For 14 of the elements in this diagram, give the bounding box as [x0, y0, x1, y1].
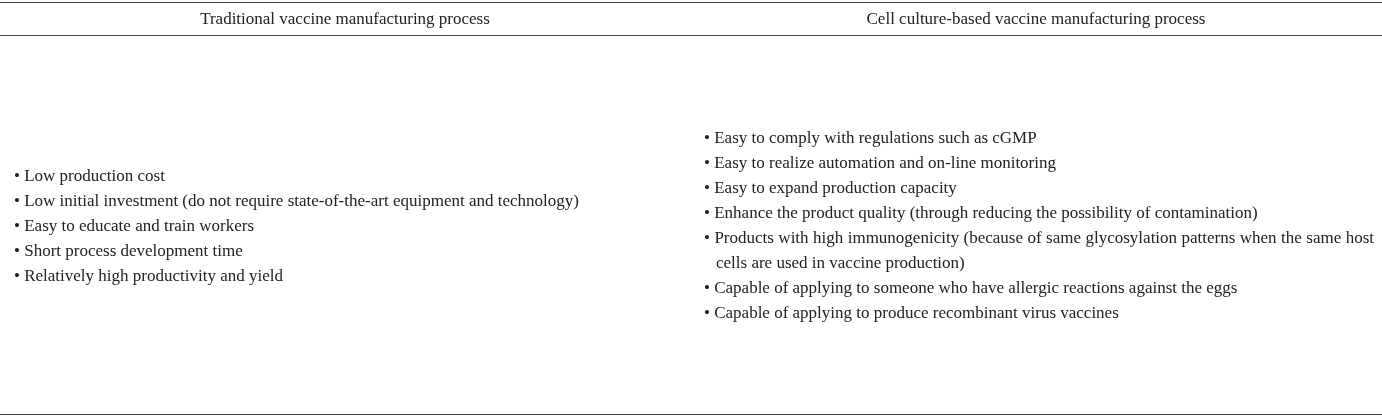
bullet-item: • Enhance the product quality (through reducing the possibility of contamination) — [704, 202, 1259, 224]
bullet-item: • Easy to comply with regulations such as cGMP — [704, 127, 1038, 149]
bullet-item: • Easy to expand production capacity — [704, 177, 958, 199]
bullet-item: • Short process development time — [14, 239, 244, 262]
bullet-item: • Relatively high productivity and yield — [14, 264, 284, 287]
bullet-item: • Products with high immunogenicity (because of same glycosylation patterns when the same host cells are used in vaccine production) — [704, 227, 1374, 274]
bullet-item: • Low initial investment (do not require state-of-the-art equipment and technology) — [14, 189, 580, 212]
bullet-item: • Capable of applying to produce recombinant virus vaccines — [704, 302, 1120, 324]
bullet-item: • Easy to educate and train workers — [14, 214, 256, 237]
bullet-item: • Capable of applying to someone who have allergic reactions against the eggs — [704, 277, 1239, 299]
bullet-item: • Easy to realize automation and on-line monitoring — [704, 152, 1057, 174]
bullet-item: • Low production cost — [14, 164, 166, 187]
column-header: Cell culture-based vaccine manufacturing process — [690, 2, 1382, 36]
column-header: Traditional vaccine manufacturing process — [0, 2, 690, 36]
